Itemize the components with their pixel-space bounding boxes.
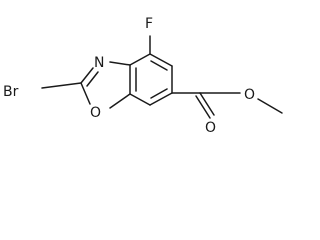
bond-c6-c7-inner [150, 88, 168, 99]
bond-c4-c5 [149, 53, 173, 67]
bond-c6-c7 [149, 92, 173, 106]
bond-c3a-n [109, 61, 131, 66]
bond-carbonyl-o-double-1 [199, 92, 215, 116]
ring-oxygen-label: O [90, 105, 101, 121]
molecule-drawing: F N O Br O O [3, 16, 283, 136]
carbonyl-oxygen-label: O [205, 120, 216, 136]
fluorine-label: F [145, 16, 153, 32]
bond-c7-c7a [129, 93, 151, 106]
bond-n-c2-inner [86, 71, 99, 87]
bond-c4-c5-inner [150, 60, 168, 71]
bond-c2-br [41, 82, 82, 89]
ester-oxygen-label: O [244, 87, 255, 103]
nitrogen-label: N [94, 55, 104, 71]
bond-c3a-c4 [129, 53, 151, 66]
bond-c2-o [80, 82, 91, 105]
structure-canvas: F N O Br O O [3, 16, 283, 136]
bromine-label: Br [3, 84, 19, 100]
bond-o-c7a [109, 93, 131, 109]
bond-n-c2-outer [80, 67, 94, 84]
bond-carbonyl-o-double-2 [195, 95, 211, 119]
bond-ester-o-methyl [257, 98, 283, 114]
